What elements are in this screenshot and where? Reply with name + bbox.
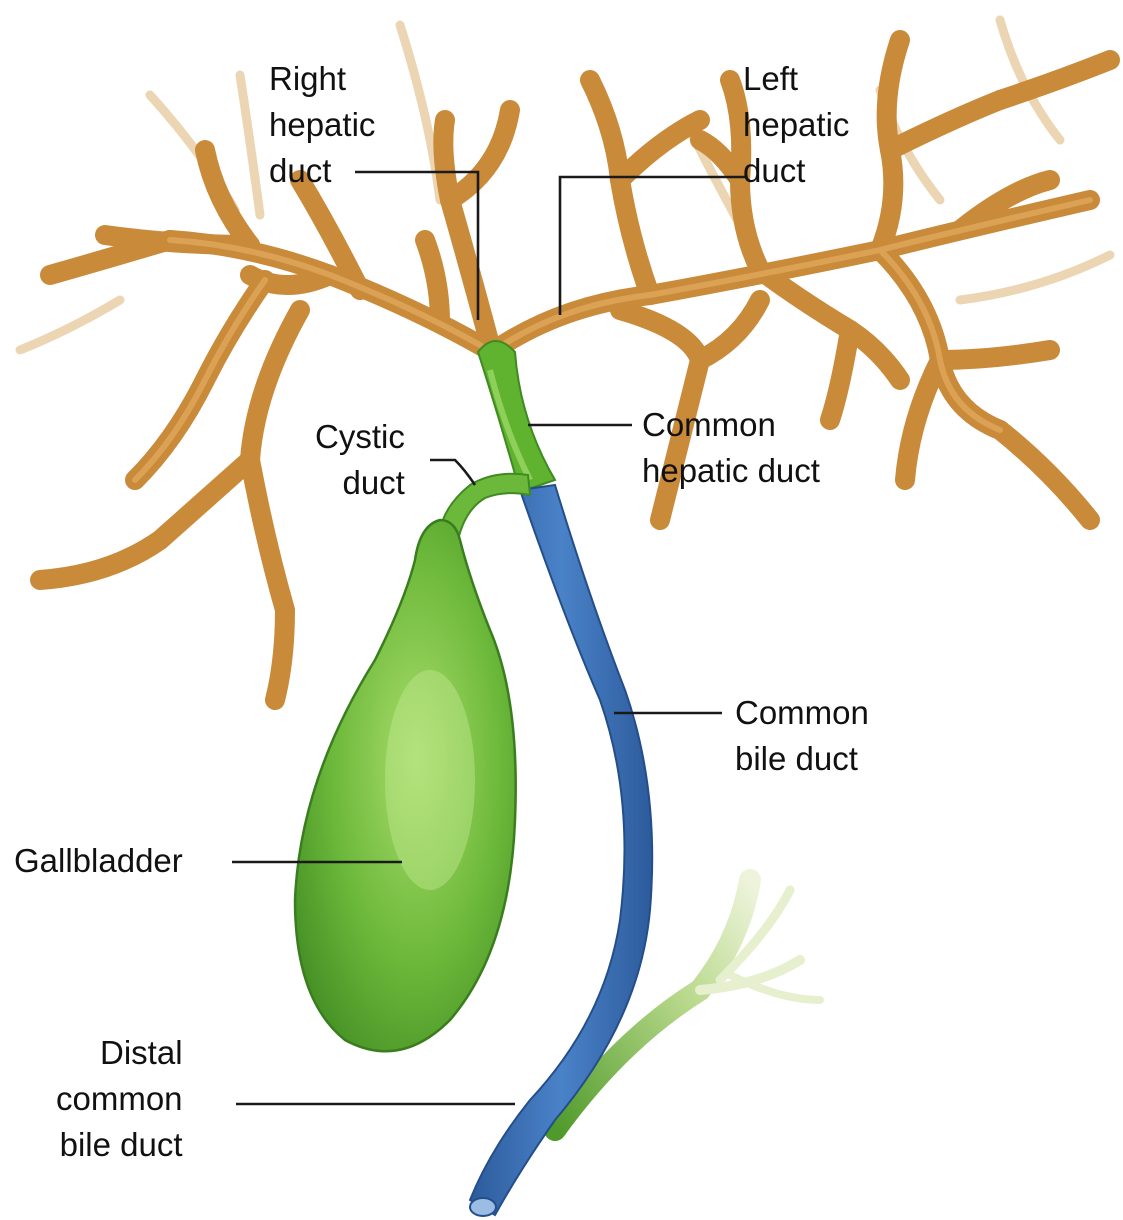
label-distal-common-bile-duct: Distal common bile duct <box>56 1030 183 1168</box>
common-hepatic-duct <box>478 341 555 492</box>
label-right-hepatic-duct: Right hepatic duct <box>269 56 375 194</box>
leader-cystic-duct <box>430 460 475 485</box>
label-cystic-duct: Cystic duct <box>315 414 405 506</box>
label-common-hepatic-duct: Common hepatic duct <box>642 402 820 494</box>
label-left-hepatic-duct: Left hepatic duct <box>743 56 849 194</box>
label-gallbladder: Gallbladder <box>14 838 183 884</box>
gallbladder <box>295 520 516 1051</box>
label-common-bile-duct: Common bile duct <box>735 690 869 782</box>
